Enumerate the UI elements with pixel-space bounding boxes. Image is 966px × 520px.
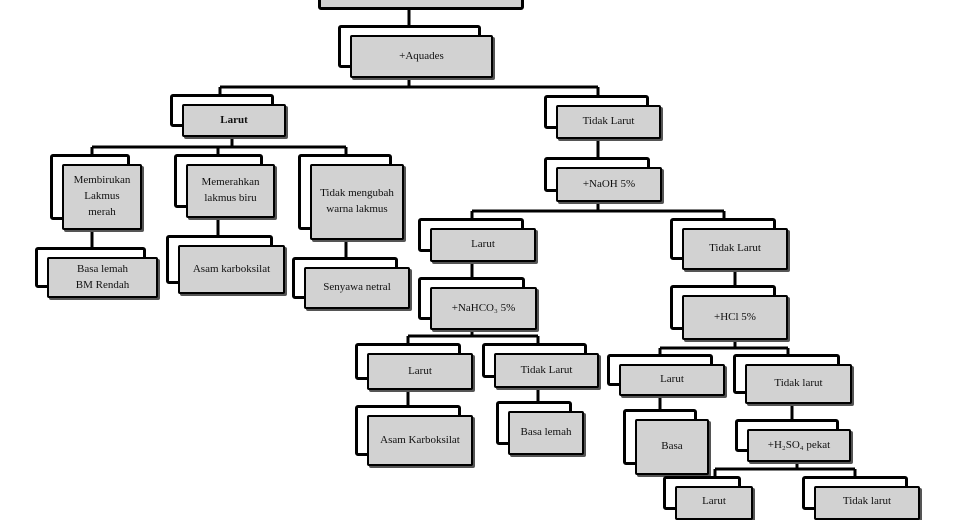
node-basa-lemah-bm: Basa lemah BM Rendah — [35, 247, 158, 298]
node-aquades-label: +Aquades — [350, 35, 493, 78]
node-basa-lemah-bm-label: Basa lemah BM Rendah — [47, 257, 158, 298]
node-hcl-label: +HCl 5% — [682, 295, 788, 340]
node-nahco3-label: +NaHCO₃ 5% — [430, 287, 537, 330]
node-larut-3: Larut — [355, 343, 473, 390]
node-hcl: +HCl 5% — [670, 285, 788, 340]
node-asam-karboksilat: Asam karboksilat — [166, 235, 285, 294]
node-naoh: +NaOH 5% — [544, 157, 662, 202]
node-membirukan: Membirukan Lakmus merah — [50, 154, 142, 230]
node-h2so4: +H₂SO₄ pekat — [735, 419, 851, 462]
node-asam-karboksilat-label: Asam karboksilat — [178, 245, 285, 294]
node-memerahkan-label: Memerahkan lakmus biru — [186, 164, 275, 218]
node-naoh-label: +NaOH 5% — [556, 167, 662, 202]
node-aquades: +Aquades — [338, 25, 493, 78]
node-tidak-larut-4-label: Tidak larut — [745, 364, 852, 404]
node-larut-1: Larut — [170, 94, 286, 137]
node-basa-label: Basa — [635, 419, 709, 475]
node-tidak-larut-3-label: Tidak Larut — [494, 353, 599, 388]
node-tidak-larut-1: Tidak Larut — [544, 95, 661, 139]
node-senyawa-netral-label: Senyawa netral — [304, 267, 410, 309]
node-basa-lemah-2: Basa lemah — [496, 401, 584, 455]
node-senyawa-netral: Senyawa netral — [292, 257, 410, 309]
node-larut-5: Larut — [663, 476, 753, 520]
top-node — [318, 0, 524, 10]
node-larut-3-label: Larut — [367, 353, 473, 390]
node-asam-karboksilat-2-label: Asam Karboksilat — [367, 415, 473, 466]
node-h2so4-label: +H₂SO₄ pekat — [747, 429, 851, 462]
node-larut-2: Larut — [418, 218, 536, 262]
node-basa: Basa — [623, 409, 709, 475]
node-larut-4: Larut — [607, 354, 725, 396]
node-tidak-larut-5-label: Tidak larut — [814, 486, 920, 520]
node-memerahkan: Memerahkan lakmus biru — [174, 154, 275, 218]
node-basa-lemah-2-label: Basa lemah — [508, 411, 584, 455]
node-tidak-mengubah: Tidak mengubah warna lakmus — [298, 154, 404, 240]
node-larut-4-label: Larut — [619, 364, 725, 396]
node-tidak-larut-2-label: Tidak Larut — [682, 228, 788, 270]
node-tidak-larut-3: Tidak Larut — [482, 343, 599, 388]
node-larut-2-label: Larut — [430, 228, 536, 262]
node-nahco3: +NaHCO₃ 5% — [418, 277, 537, 330]
node-larut-1-label: Larut — [182, 104, 286, 137]
node-tidak-mengubah-label: Tidak mengubah warna lakmus — [310, 164, 404, 240]
node-tidak-larut-4: Tidak larut — [733, 354, 852, 404]
node-tidak-larut-1-label: Tidak Larut — [556, 105, 661, 139]
node-tidak-larut-2: Tidak Larut — [670, 218, 788, 270]
connector-lines — [90, 8, 857, 477]
node-membirukan-label: Membirukan Lakmus merah — [62, 164, 142, 230]
node-asam-karboksilat-2: Asam Karboksilat — [355, 405, 473, 466]
node-tidak-larut-5: Tidak larut — [802, 476, 920, 520]
node-larut-5-label: Larut — [675, 486, 753, 520]
